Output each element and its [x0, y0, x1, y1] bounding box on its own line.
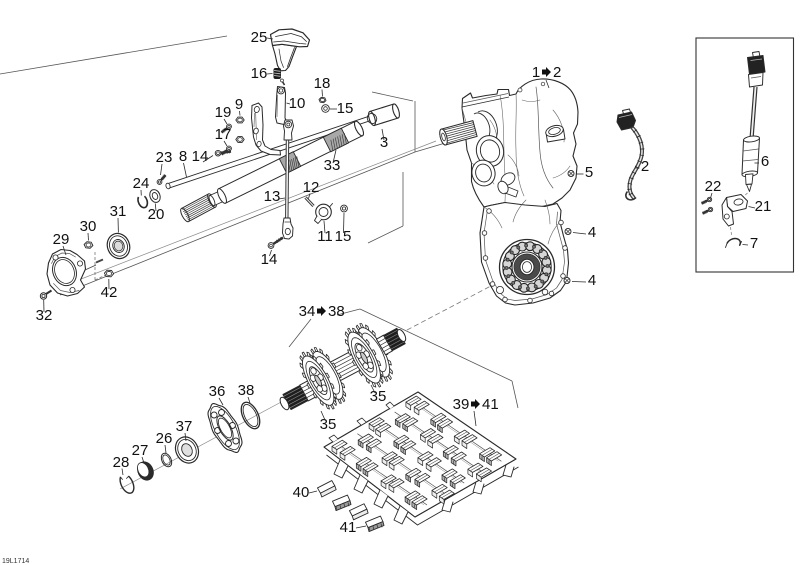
- svg-text:19: 19: [215, 104, 232, 121]
- svg-text:35: 35: [370, 388, 387, 405]
- svg-text:26: 26: [156, 430, 173, 447]
- svg-text:1: 1: [532, 64, 540, 81]
- svg-text:34: 34: [299, 303, 316, 320]
- svg-text:18: 18: [314, 75, 331, 92]
- svg-text:31: 31: [110, 203, 127, 220]
- svg-text:37: 37: [176, 418, 193, 435]
- svg-text:19L1714: 19L1714: [2, 558, 29, 565]
- svg-text:8: 8: [179, 148, 187, 165]
- svg-text:24: 24: [133, 175, 150, 192]
- svg-text:41: 41: [482, 396, 499, 413]
- svg-text:28: 28: [113, 454, 130, 471]
- svg-text:29: 29: [53, 231, 70, 248]
- svg-text:2: 2: [641, 158, 649, 175]
- svg-text:30: 30: [80, 218, 97, 235]
- svg-text:14: 14: [261, 251, 278, 268]
- svg-text:7: 7: [750, 235, 758, 252]
- svg-text:20: 20: [148, 206, 165, 223]
- svg-text:39: 39: [453, 396, 470, 413]
- svg-text:11: 11: [317, 228, 333, 245]
- svg-text:15: 15: [337, 100, 354, 117]
- svg-text:42: 42: [101, 284, 118, 301]
- svg-text:21: 21: [755, 198, 772, 215]
- svg-text:9: 9: [235, 96, 243, 113]
- svg-text:3: 3: [380, 134, 388, 151]
- svg-text:16: 16: [251, 65, 268, 82]
- svg-text:36: 36: [209, 383, 226, 400]
- svg-text:6: 6: [761, 153, 769, 170]
- svg-text:27: 27: [132, 442, 149, 459]
- svg-text:22: 22: [705, 178, 722, 195]
- svg-text:4: 4: [588, 224, 596, 241]
- svg-text:14: 14: [192, 148, 209, 165]
- svg-text:15: 15: [335, 228, 352, 245]
- svg-text:40: 40: [293, 484, 310, 501]
- svg-text:38: 38: [238, 382, 255, 399]
- svg-text:33: 33: [324, 157, 341, 174]
- svg-text:25: 25: [251, 29, 268, 46]
- svg-text:4: 4: [588, 272, 596, 289]
- svg-text:32: 32: [36, 307, 53, 324]
- svg-text:41: 41: [340, 519, 357, 536]
- svg-text:12: 12: [303, 179, 320, 196]
- svg-text:10: 10: [289, 95, 306, 112]
- svg-text:13: 13: [264, 188, 281, 205]
- svg-text:17: 17: [215, 126, 232, 143]
- svg-text:23: 23: [156, 149, 173, 166]
- svg-text:35: 35: [320, 416, 337, 433]
- svg-text:5: 5: [585, 164, 593, 181]
- svg-text:2: 2: [553, 64, 561, 81]
- svg-text:38: 38: [328, 303, 345, 320]
